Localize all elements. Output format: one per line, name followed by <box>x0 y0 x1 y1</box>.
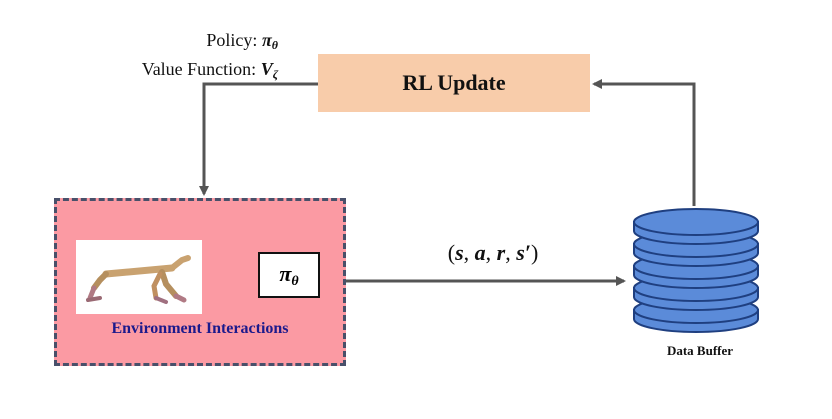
buffer-disk-top <box>633 208 759 236</box>
env-policy-subscript: θ <box>291 273 299 289</box>
data-buffer-label: Data Buffer <box>666 343 734 358</box>
value-subscript: ζ <box>272 67 278 81</box>
ant-robot-icon <box>86 255 191 304</box>
policy-symbol: π <box>261 30 272 50</box>
robot-image <box>76 240 202 314</box>
policy-prefix: Policy: <box>206 30 262 50</box>
tuple-s-prime: s′ <box>516 240 531 265</box>
tuple-sep-3: , <box>505 240 517 265</box>
value-prefix: Value Function: <box>141 59 261 79</box>
tuple-close: ) <box>530 240 539 265</box>
policy-subscript: θ <box>271 38 278 52</box>
policy-box: πθ <box>258 252 320 298</box>
policy-value-label: Policy: πθ Value Function: Vζ <box>60 28 278 86</box>
tuple-open: ( <box>447 240 456 265</box>
tuple-a: a <box>474 240 486 265</box>
tuple-sep-2: , <box>485 240 497 265</box>
environment-label: Environment Interactions <box>111 320 289 337</box>
tuple-r: r <box>496 240 506 265</box>
policy-line: Policy: πθ <box>60 28 278 57</box>
tuple-s: s <box>455 240 464 265</box>
arrow-update-to-environment <box>199 82 318 196</box>
transition-tuple: (s, a, r, s′) <box>418 240 568 266</box>
value-symbol: V <box>260 59 273 79</box>
value-line: Value Function: Vζ <box>60 57 278 86</box>
rl-update-label: RL Update <box>402 70 506 95</box>
arrow-buffer-to-update <box>592 79 696 206</box>
data-buffer-icon <box>633 208 759 333</box>
tuple-sep-1: , <box>463 240 475 265</box>
env-policy-symbol: π <box>279 260 292 286</box>
rl-update-box: RL Update <box>318 54 590 112</box>
